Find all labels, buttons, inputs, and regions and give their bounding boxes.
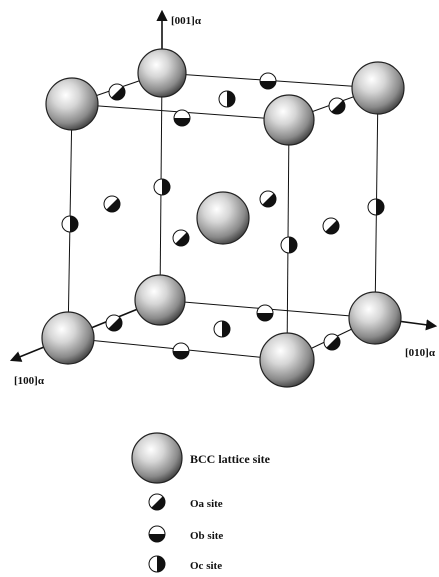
oc-site bbox=[367, 198, 385, 216]
oc-site bbox=[61, 215, 79, 233]
legend: BCC lattice site Oa site Ob site Oc site bbox=[131, 432, 271, 573]
y-axis-label: [010]α bbox=[405, 347, 436, 359]
bcc-lattice-sites bbox=[41, 48, 405, 388]
oc-site bbox=[213, 320, 231, 338]
legend-oc-site-icon bbox=[148, 555, 166, 573]
oa-site bbox=[105, 314, 123, 332]
oa-site bbox=[103, 195, 121, 213]
legend-oa-site-icon bbox=[148, 493, 166, 511]
oc-site bbox=[280, 236, 298, 254]
legend-item-oa: Oa site bbox=[148, 493, 223, 511]
legend-item-ob: Ob site bbox=[148, 525, 223, 543]
legend-label-oc: Oc site bbox=[190, 560, 222, 572]
oa-site bbox=[172, 229, 190, 247]
legend-item-oc: Oc site bbox=[148, 555, 222, 573]
legend-label-oa: Oa site bbox=[190, 498, 223, 510]
legend-label-ob: Ob site bbox=[190, 530, 223, 542]
oa-site bbox=[259, 190, 277, 208]
bcc-sphere bbox=[134, 274, 186, 326]
oa-site bbox=[322, 217, 340, 235]
x-axis-label: [100]α bbox=[14, 375, 45, 387]
legend-item-bcc: BCC lattice site bbox=[131, 432, 271, 484]
bcc-sphere bbox=[348, 291, 402, 345]
oa-site bbox=[323, 333, 341, 351]
bcc-sphere bbox=[263, 94, 315, 146]
ob-site bbox=[256, 304, 274, 322]
legend-label-bcc: BCC lattice site bbox=[190, 452, 271, 466]
ob-site bbox=[259, 72, 277, 90]
oa-site bbox=[328, 97, 346, 115]
z-axis-label: [001]α bbox=[171, 15, 202, 27]
bcc-sphere bbox=[41, 311, 95, 365]
bcc-sphere bbox=[351, 61, 405, 115]
ob-site bbox=[173, 109, 191, 127]
bcc-sphere-body-center bbox=[196, 191, 250, 245]
oc-site bbox=[153, 178, 171, 196]
legend-ob-site-icon bbox=[148, 525, 166, 543]
legend-bcc-sphere-icon bbox=[131, 432, 183, 484]
bcc-sphere bbox=[259, 332, 315, 388]
octahedral-sites bbox=[61, 72, 385, 360]
oa-site bbox=[108, 83, 126, 101]
bcc-sphere bbox=[137, 48, 187, 98]
ob-site bbox=[172, 342, 190, 360]
oc-site bbox=[218, 90, 236, 108]
bcc-sphere bbox=[45, 77, 99, 131]
